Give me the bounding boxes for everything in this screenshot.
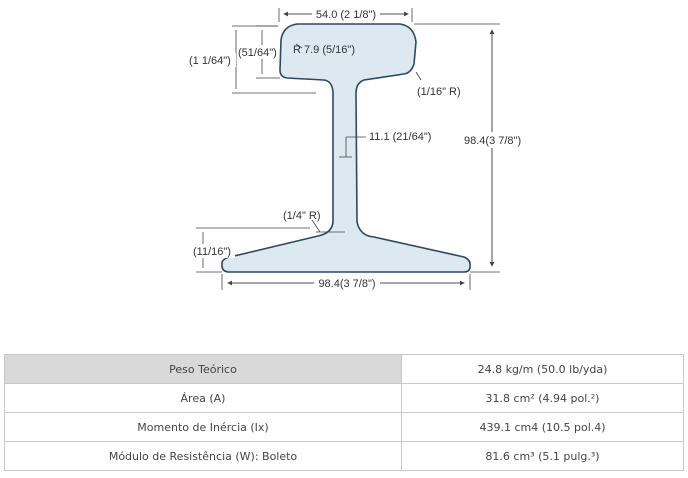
head-fillet-label: R 7.9 (5/16") xyxy=(293,44,355,56)
specs-table: Peso Teórico 24.8 kg/m (50.0 lb/yda) Áre… xyxy=(4,354,684,471)
head-corner-label: (1/16" R) xyxy=(417,86,461,98)
svg-text:11.1 (21/64"): 11.1 (21/64") xyxy=(369,131,431,143)
spec-value: 24.8 kg/m (50.0 lb/yda) xyxy=(401,354,684,384)
rail-profile-diagram: 54.0 (2 1/8") R 7.9 (5/16") (1/16" R) (5… xyxy=(188,6,526,290)
spec-value: 81.6 cm³ (5.1 pulg.³) xyxy=(401,441,684,471)
head-width-dimension: 54.0 (2 1/8") xyxy=(278,6,413,22)
svg-text:54.0 (2 1/8"): 54.0 (2 1/8") xyxy=(316,9,376,21)
spec-label: Momento de Inércia (Ix) xyxy=(4,412,402,442)
spec-label: Peso Teórico xyxy=(4,354,402,384)
web-thickness-dimension: 11.1 (21/64") xyxy=(339,131,431,158)
svg-text:98.4(3 7/8"): 98.4(3 7/8") xyxy=(318,278,375,290)
spec-label: Área (A) xyxy=(4,383,402,413)
head-to-web-dimension: (1 1/64") xyxy=(188,25,316,94)
table-row: Momento de Inércia (Ix) 439.1 cm4 (10.5 … xyxy=(4,412,684,442)
base-fillet-label: (1/4" R) xyxy=(283,210,321,222)
table-row: Área (A) 31.8 cm² (4.94 pol.²) xyxy=(4,383,684,413)
svg-text:(51/64"): (51/64") xyxy=(238,47,277,59)
svg-text:(1 1/64"): (1 1/64") xyxy=(189,55,231,67)
spec-value: 439.1 cm4 (10.5 pol.4) xyxy=(401,412,684,442)
height-dimension: 98.4(3 7/8") xyxy=(414,23,526,273)
svg-text:(11/16"): (11/16") xyxy=(193,246,231,258)
table-row: Peso Teórico 24.8 kg/m (50.0 lb/yda) xyxy=(4,354,684,384)
spec-label: Módulo de Resistência (W): Boleto xyxy=(4,441,402,471)
spec-value: 31.8 cm² (4.94 pol.²) xyxy=(401,383,684,413)
table-row: Módulo de Resistência (W): Boleto 81.6 c… xyxy=(4,441,684,471)
base-width-dimension: 98.4(3 7/8") xyxy=(221,274,471,290)
base-edge-dimension: (11/16") xyxy=(191,227,310,273)
head-depth-dimension: (51/64") xyxy=(236,25,280,79)
svg-text:98.4(3 7/8"): 98.4(3 7/8") xyxy=(464,135,521,147)
